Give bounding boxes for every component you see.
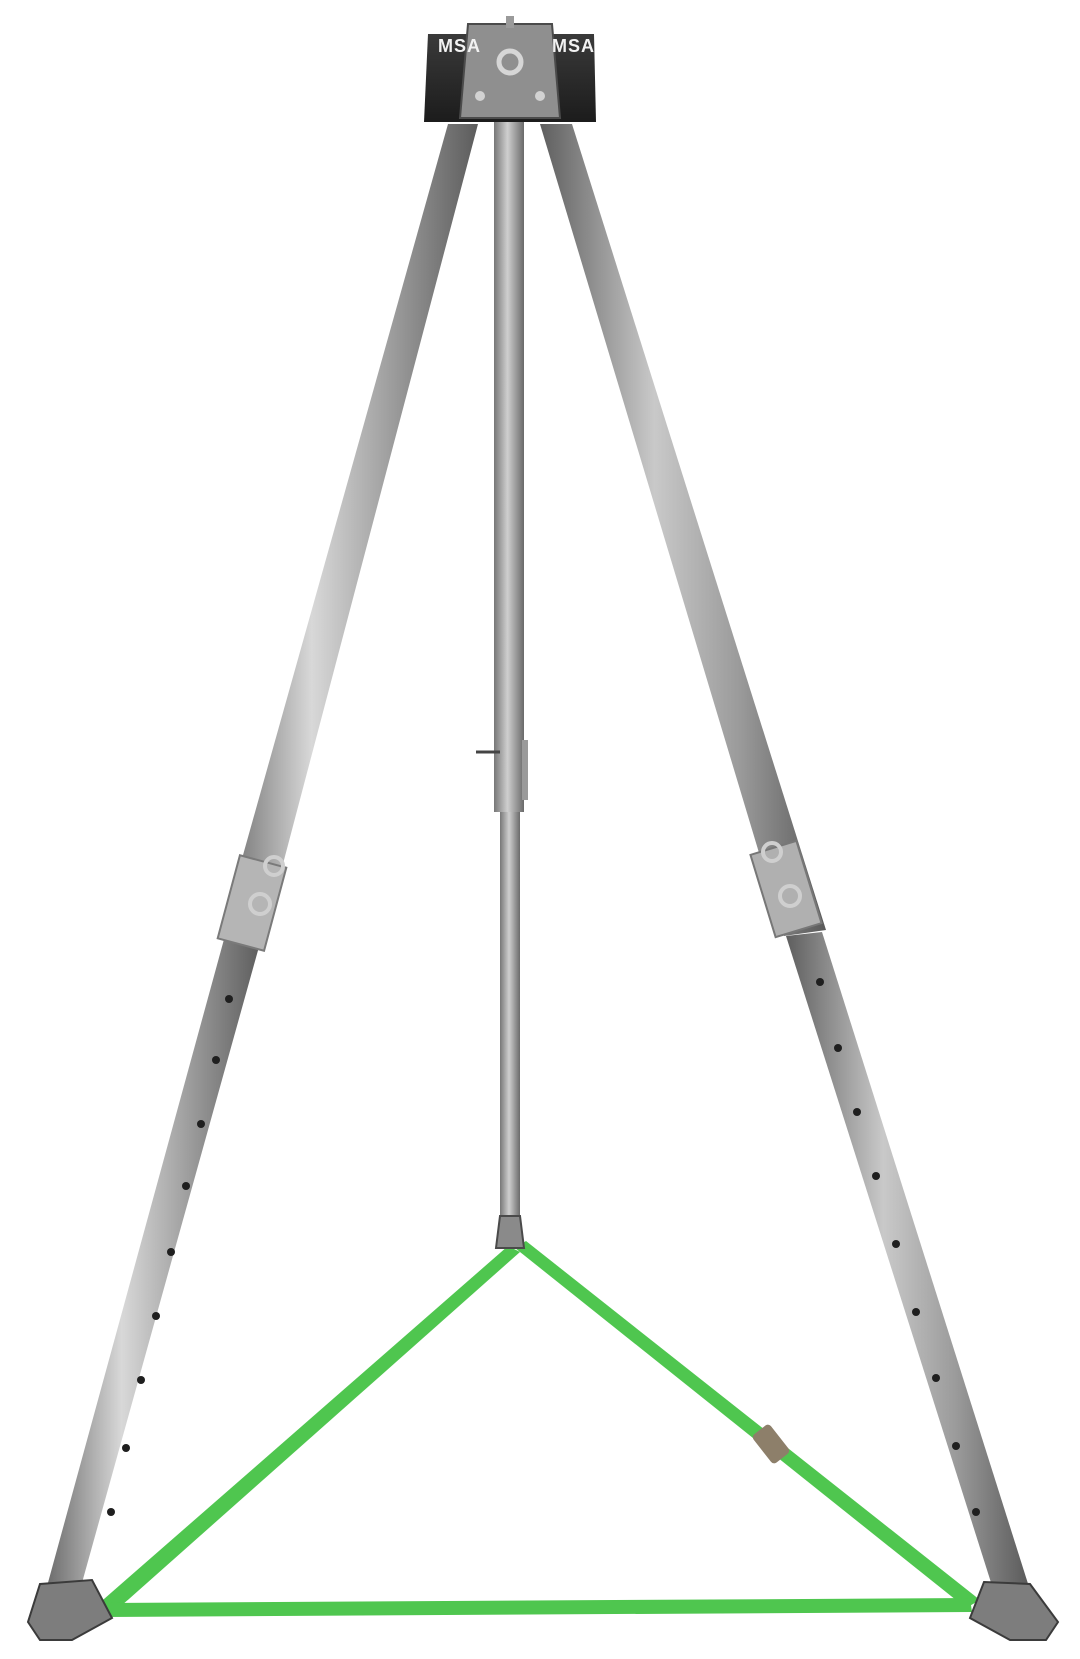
center-leg (476, 122, 528, 1249)
logo-right: MSA (552, 36, 595, 56)
strap-right (515, 1241, 980, 1608)
right-foot (968, 1580, 1060, 1641)
strap-left (96, 1246, 520, 1614)
left-leg-lower (46, 932, 262, 1590)
left-leg-holes (107, 995, 233, 1516)
right-leg-pin-icon (761, 841, 783, 863)
left-leg-pin-icon (248, 892, 272, 916)
strap-buckle (752, 1424, 790, 1464)
right-leg-pin-icon (778, 884, 802, 908)
left-foot (26, 1578, 114, 1641)
left-leg (26, 124, 478, 1641)
right-leg-upper (540, 124, 826, 936)
center-leg-upper (494, 122, 524, 812)
strap-bottom (104, 1598, 972, 1617)
right-leg (540, 124, 1060, 1641)
left-leg-upper (222, 124, 478, 936)
anchor-eye-icon (496, 48, 524, 76)
left-leg-pin-icon (263, 855, 285, 877)
logo-left: MSA (438, 36, 481, 56)
head-bolt (535, 91, 545, 101)
right-leg-lower (786, 932, 1030, 1592)
center-leg-chain (522, 740, 528, 800)
head-bolt (475, 91, 485, 101)
center-leg-lower (500, 812, 520, 1222)
head-top-pin (506, 16, 514, 28)
right-leg-holes (816, 978, 980, 1516)
ground-strap (96, 1241, 980, 1617)
center-foot (494, 1215, 526, 1249)
tripod-head: MSA MSA (424, 16, 596, 122)
